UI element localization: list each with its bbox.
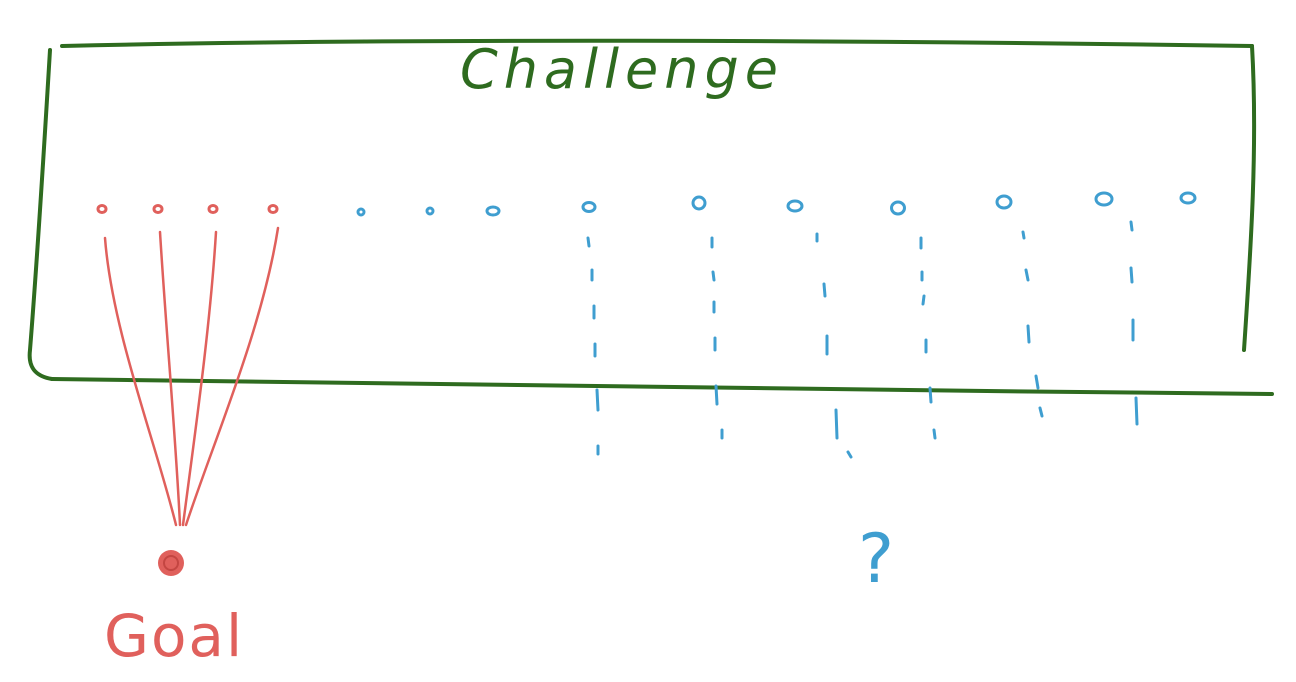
- challenge-title: Challenge: [460, 38, 784, 101]
- goal-paths: [103, 226, 280, 527]
- unknown-marker: ?: [858, 520, 894, 599]
- goal-path: [158, 230, 182, 527]
- open-trail: [815, 232, 853, 459]
- open-dot: [485, 205, 501, 217]
- challenge-frame: [27, 38, 1274, 396]
- goal-linked-dots: [96, 204, 279, 214]
- open-dots: [356, 191, 1197, 217]
- goal-linked-dot: [207, 204, 219, 214]
- goal-linked-dot: [96, 204, 108, 214]
- goal-dot: [158, 550, 184, 576]
- open-dot: [995, 194, 1013, 210]
- open-trail: [586, 236, 600, 456]
- open-dot: [691, 195, 707, 211]
- goal-label: Goal: [104, 602, 244, 670]
- open-trails: [586, 220, 1139, 459]
- open-dot: [1179, 191, 1197, 205]
- open-dot: [1094, 191, 1114, 207]
- goal-path: [181, 230, 218, 527]
- open-trail: [1129, 220, 1139, 426]
- open-dot: [581, 201, 597, 213]
- goal-path: [184, 226, 280, 527]
- open-dot: [356, 207, 366, 217]
- open-trail: [710, 236, 724, 440]
- open-dot: [425, 206, 435, 216]
- goal-path: [103, 236, 178, 527]
- open-dot: [786, 199, 804, 213]
- open-trail: [919, 236, 937, 440]
- goal-linked-dot: [152, 204, 164, 214]
- open-dot: [890, 200, 906, 216]
- open-trail: [1021, 230, 1044, 418]
- goal-linked-dot: [267, 204, 279, 214]
